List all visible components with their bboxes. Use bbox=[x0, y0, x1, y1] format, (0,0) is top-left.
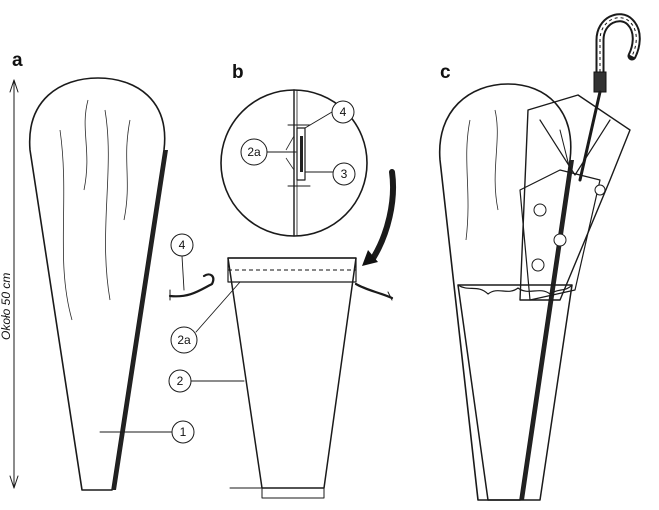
panel-a: a Około 50 cm 1 bbox=[0, 50, 195, 491]
callout-4-label: 4 bbox=[179, 238, 186, 252]
callout-4-detail-label: 4 bbox=[340, 105, 347, 119]
height-dimension: Około 50 cm bbox=[0, 79, 19, 489]
callout-2-label: 2 bbox=[177, 374, 184, 388]
callout-1-label: 1 bbox=[180, 425, 187, 439]
callout-2: 2 bbox=[168, 369, 245, 393]
callout-2a-detail-label: 2a bbox=[247, 145, 261, 159]
panel-a-letter: a bbox=[12, 50, 23, 71]
panel-c-letter: c bbox=[440, 62, 451, 83]
height-dimension-label: Około 50 cm bbox=[0, 273, 13, 340]
plaid-sleeve bbox=[168, 257, 394, 499]
sleeve-over-board bbox=[457, 284, 573, 501]
detail-magnifier: 4 2a 3 bbox=[220, 89, 368, 237]
callout-1: 1 bbox=[99, 420, 195, 444]
panel-b: b 4 2a 3 bbox=[168, 62, 396, 499]
callout-3-detail-label: 3 bbox=[341, 167, 348, 181]
panel-b-letter: b bbox=[232, 62, 244, 83]
detail-arrow bbox=[362, 169, 396, 266]
callout-2a-label: 2a bbox=[177, 333, 191, 347]
callout-4: 4 bbox=[170, 233, 194, 291]
panel-c: c bbox=[438, 13, 641, 501]
callout-2a: 2a bbox=[170, 281, 241, 354]
umbrella bbox=[519, 13, 641, 301]
wooden-form bbox=[28, 77, 168, 491]
